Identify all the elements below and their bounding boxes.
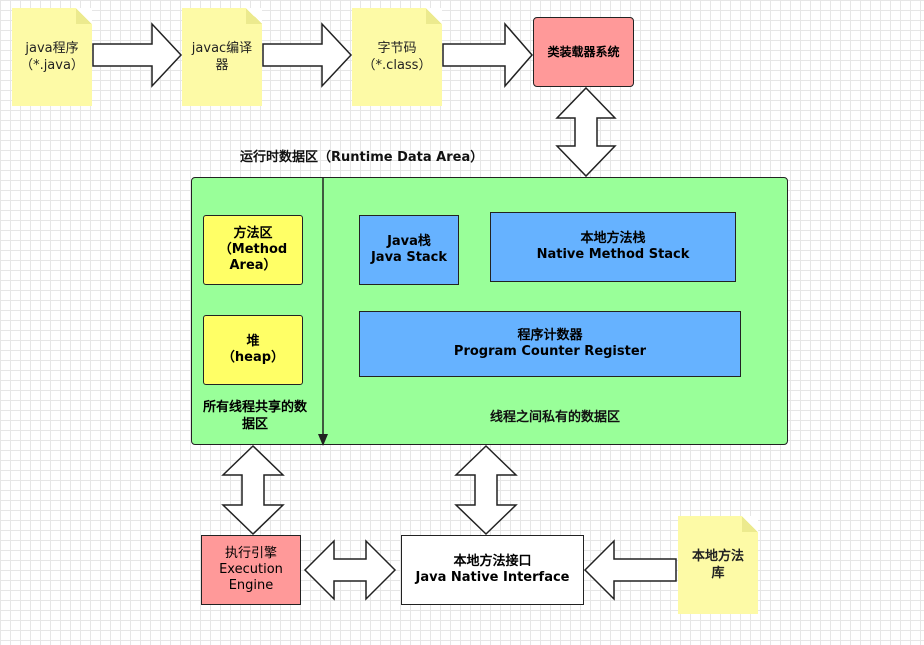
arrow-right-1 [92,22,183,88]
runtime-area-title: 运行时数据区（Runtime Data Area） [240,150,484,165]
arrow-double-loader-runtime [555,86,617,178]
arrow-double-runtime-engine [221,444,285,536]
heap-box: 堆 （heap） [203,315,303,385]
private-area-label: 线程之间私有的数据区 [490,410,621,425]
java-native-interface-box: 本地方法接口 Java Native Interface [401,535,584,605]
arrow-right-3 [442,21,533,89]
method-area-box: 方法区 （Method Area） [203,215,303,285]
program-counter-register-box: 程序计数器 Program Counter Register [359,311,741,377]
note-bytecode: 字节码 （*.class） [352,8,442,106]
note-java-program: java程序 （*.java） [12,8,92,106]
note-native-library: 本地方法 库 [678,516,758,614]
arrow-double-runtime-jni [454,444,518,536]
arrow-left-library-jni [583,539,677,601]
java-stack-box: Java栈 Java Stack [359,215,459,285]
note-javac-compiler: javac编译 器 [182,8,262,106]
shared-area-label: 所有线程共享的数 据区 [202,400,307,432]
arrow-double-engine-jni [303,539,397,601]
native-method-stack-box: 本地方法栈 Native Method Stack [490,212,736,282]
class-loader-box: 类装载器系统 [533,17,634,87]
execution-engine-box: 执行引擎 Execution Engine [201,535,301,605]
arrow-right-2 [262,22,353,88]
